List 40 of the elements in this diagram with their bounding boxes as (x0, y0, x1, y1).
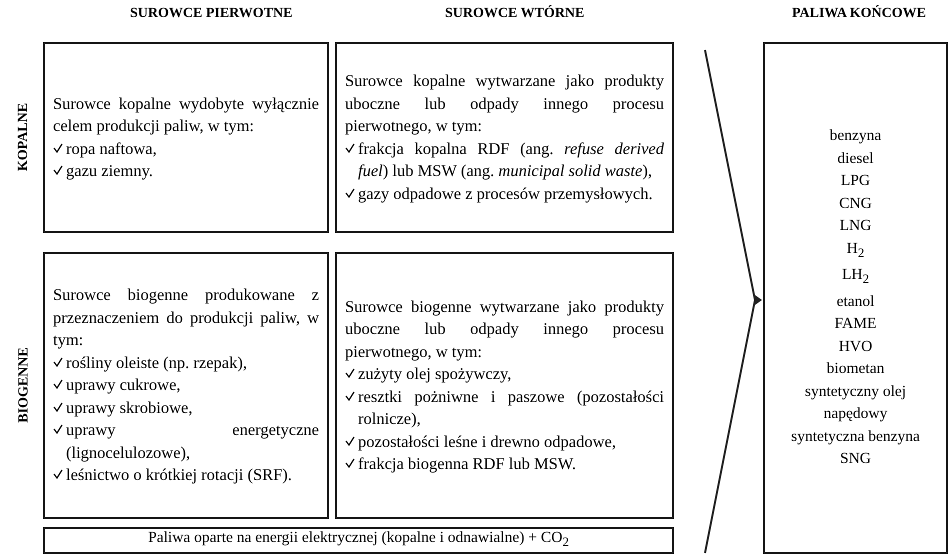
fuel-name: HVO (838, 336, 874, 357)
body-text: Surowce biogenne produkowane z przeznaczeniem do produkcji paliw, w tym: (53, 284, 319, 352)
text-box (335, 252, 674, 519)
list-item: gazu ziemny. (66, 160, 154, 182)
row-header: BIOGENNE (16, 347, 32, 423)
text-box (43, 42, 329, 233)
fuel-name: SNG (838, 449, 872, 470)
list-item: leśnictwo o krótkiej rotacji (SRF). (66, 464, 293, 486)
fuel-name: benzyna (828, 126, 882, 146)
list-item: zużyty olej spożywczy, (358, 363, 512, 385)
column-header: SUROWCE PIERWOTNE (130, 6, 292, 22)
text-box (43, 252, 329, 519)
body-text: Surowce biogenne wytwarzane jako produkty uboczne lub odpady innego procesu pierwotnego, w tym: (345, 296, 664, 363)
chevron-arrow (704, 49, 762, 554)
fuel-name: syntetyczna benzyna (790, 426, 921, 447)
list-item: rośliny oleiste (np. rzepak), (66, 352, 248, 374)
text-box (43, 527, 674, 554)
fuel-name: etanol (836, 292, 876, 312)
list-item: ropa naftowa, (66, 138, 158, 160)
list-item: uprawy skrobiowe, (66, 396, 194, 419)
text-box (763, 42, 948, 554)
fuel-name: FAME (834, 314, 878, 334)
fuel-name: CNG (838, 194, 873, 214)
list-item: pozostałości leśne i drewno odpadowe, (358, 430, 617, 452)
fuel-name: biometan (826, 359, 886, 380)
body-text: Surowce kopalne wydobyte wyłącznie celem produkcji paliw, w tym: (53, 92, 319, 137)
text-box (335, 42, 674, 233)
column-header: PALIWA KOŃCOWE (792, 6, 926, 22)
list-item: uprawy cukrowe, (66, 374, 182, 396)
list-item: frakcja biogenna RDF lub MSW. (358, 453, 577, 475)
fuel-name: LH$_{2}$ (840, 265, 870, 288)
fuel-name: H$_{2}$ (846, 238, 866, 262)
list-item: gazy odpadowe z procesów przemysłowych. (358, 182, 654, 205)
row-header: KOPALNE (16, 102, 32, 172)
fuel-name: LPG (840, 171, 872, 192)
body-text: Paliwa oparte na energii elektrycznej (kopalne i odnawialne) + CO$_{2}$ (147, 528, 570, 552)
body-text: Surowce kopalne wytwarzane jako produkty uboczne lub odpady innego procesu pierwotnego, w tym: (345, 70, 664, 137)
fuel-name: diesel (836, 148, 875, 169)
fuel-name: LNG (838, 216, 872, 236)
column-header: SUROWCE WTÓRNE (445, 6, 584, 22)
